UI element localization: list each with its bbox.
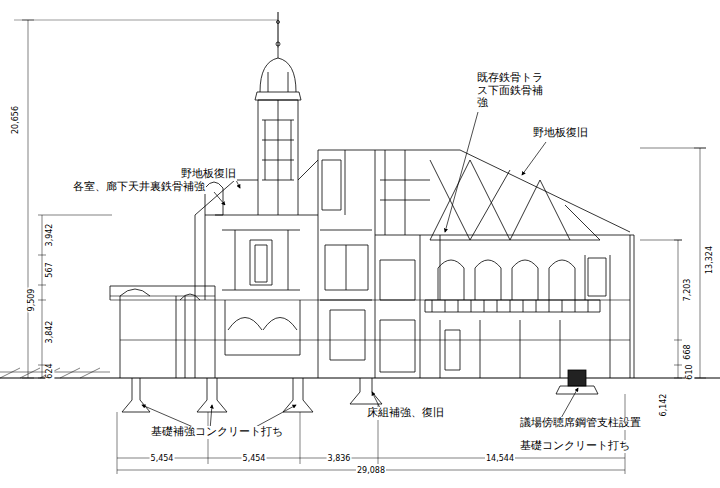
dimension-value: 5,454 <box>242 454 267 463</box>
annotation-note: 野地板復旧 <box>532 127 589 140</box>
dimension-value: 624 <box>45 362 54 379</box>
dimension-value: 567 <box>45 261 54 278</box>
annotation-note: 議場傍聴席鋼管支柱設置 <box>519 417 642 430</box>
annotation-note: 既存鉄骨トラス下面鉄骨補強 <box>476 72 548 110</box>
dimension-value: 29,088 <box>356 466 386 475</box>
dimension-value: 3,836 <box>327 454 352 463</box>
dimension-value: 610 <box>685 363 694 380</box>
dimension-value: 5,454 <box>150 454 175 463</box>
annotation-note: 床組補強、復旧 <box>366 407 445 420</box>
dimension-value: 3,942 <box>45 223 54 248</box>
dimension-value: 3,842 <box>45 320 54 345</box>
dimension-value: 13,324 <box>705 245 714 275</box>
dimension-value: 7,203 <box>683 278 692 303</box>
dimension-value: 14,544 <box>485 454 515 463</box>
dimension-value: 9,509 <box>27 288 36 313</box>
annotation-note: 野地板復旧 <box>180 168 237 181</box>
dimension-value: 6,142 <box>659 393 668 418</box>
dimension-value: 20,656 <box>11 105 20 135</box>
annotation-note: 各室、廊下天井裏鉄骨補強 <box>72 181 206 194</box>
annotation-note: 基礎補強コンクリート打ち <box>150 426 284 439</box>
annotation-note: 基礎コンクリート打ち <box>519 440 631 453</box>
dimension-value: 668 <box>683 343 692 360</box>
